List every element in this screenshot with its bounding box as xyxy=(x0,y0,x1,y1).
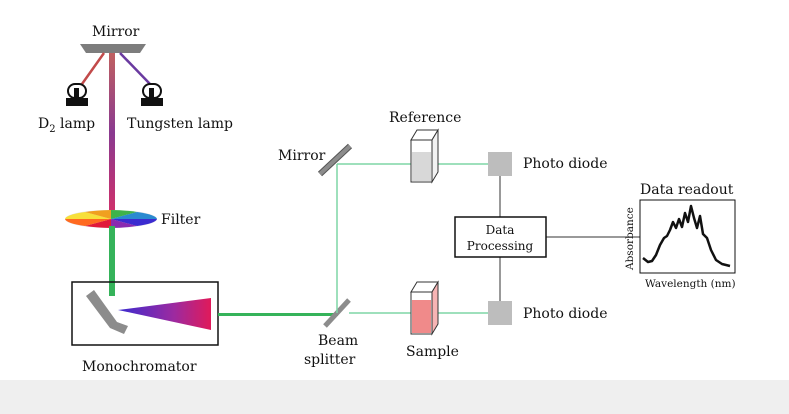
tungsten-lamp-icon xyxy=(141,83,163,106)
photo-diode-bottom xyxy=(488,301,512,325)
data-processing-label-1: Data xyxy=(486,223,515,237)
photo-diode-top-label: Photo diode xyxy=(523,156,608,172)
sample-label: Sample xyxy=(406,344,459,360)
absorbance-axis-label: Absorbance xyxy=(624,207,636,271)
sample-cuvette xyxy=(410,280,439,336)
d2-lamp-label: D2 lamp xyxy=(38,116,95,135)
mixed-light-beam xyxy=(109,53,115,213)
data-processing-box xyxy=(454,216,547,258)
reference-label: Reference xyxy=(389,110,461,126)
mid-mirror-face xyxy=(318,144,352,176)
beam-splitter-label-2: splitter xyxy=(304,352,356,368)
reference-cuvette xyxy=(410,128,439,184)
photo-diode-top xyxy=(488,152,512,176)
mid-mirror-label: Mirror xyxy=(278,148,326,164)
tungsten-lamp-beam xyxy=(119,52,151,85)
d2-lamp-icon xyxy=(66,83,88,106)
top-mirror xyxy=(80,44,146,53)
absorbance-spectrum xyxy=(642,204,731,268)
monochromator-label: Monochromator xyxy=(82,359,197,375)
data-processing-label-2: Processing xyxy=(467,239,534,253)
data-readout-title: Data readout xyxy=(640,182,734,198)
bottom-band xyxy=(0,380,789,414)
filter-label: Filter xyxy=(161,212,201,228)
top-mirror-label: Mirror xyxy=(92,24,140,40)
dispersed-spectrum xyxy=(118,298,211,330)
monochromator-mirror xyxy=(86,290,128,334)
monochromatic-beam xyxy=(218,313,338,316)
filtered-beam xyxy=(109,226,115,296)
wavelength-axis-label: Wavelength (nm) xyxy=(645,278,736,290)
beam-splitter-label-1: Beam xyxy=(318,333,358,349)
d2-lamp-beam xyxy=(80,52,106,85)
photo-diode-bottom-label: Photo diode xyxy=(523,306,608,322)
tungsten-lamp-label: Tungsten lamp xyxy=(127,116,233,132)
filter-wheel xyxy=(65,210,157,228)
